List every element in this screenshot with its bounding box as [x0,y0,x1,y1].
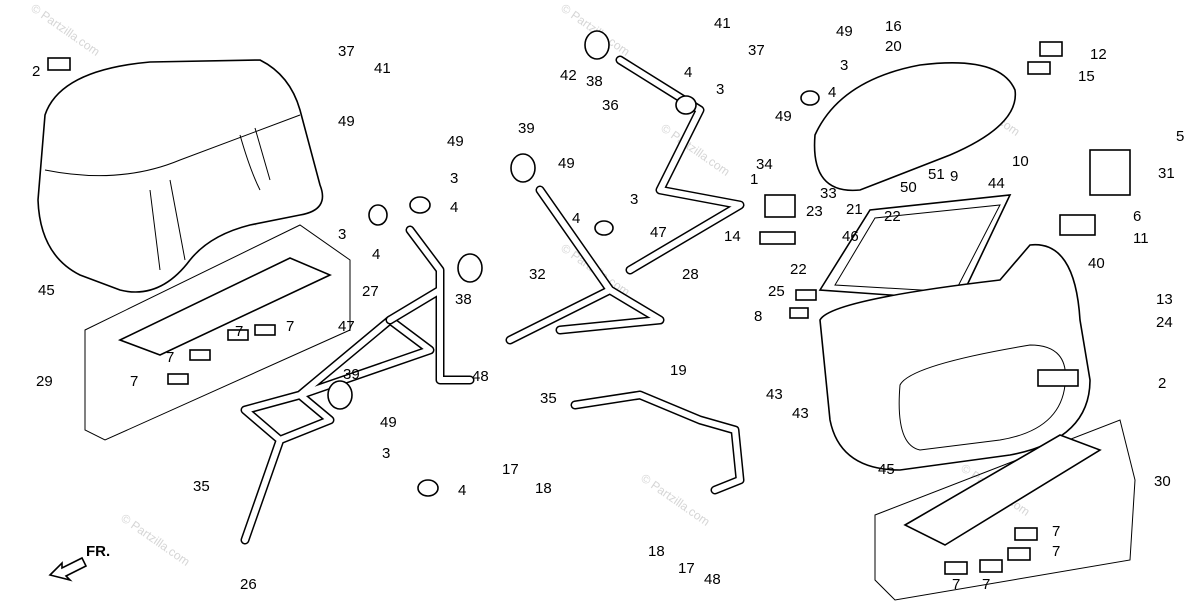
callout-15: 15 [1078,68,1095,85]
callout-10: 10 [1012,153,1029,170]
callout-4: 4 [458,482,466,499]
callout-37: 37 [748,42,765,59]
callout-35: 35 [540,390,557,407]
callout-43: 43 [792,405,809,422]
callout-31: 31 [1158,165,1175,182]
right-inner-panel-30 [874,419,1136,601]
callout-24: 24 [1156,314,1173,331]
callout-17: 17 [678,560,695,577]
callout-7: 7 [952,576,960,593]
callout-7: 7 [130,373,138,390]
callout-21: 21 [846,201,863,218]
callout-35: 35 [193,478,210,495]
callout-48: 48 [704,571,721,588]
callout-7: 7 [982,576,990,593]
watermark: © Partzilla.com [28,1,102,59]
watermark: © Partzilla.com [638,471,712,529]
callout-45: 45 [878,461,895,478]
callout-4: 4 [372,246,380,263]
callout-7: 7 [1052,523,1060,540]
callout-38: 38 [586,73,603,90]
callout-4: 4 [450,199,458,216]
callout-3: 3 [716,81,724,98]
callout-40: 40 [1088,255,1105,272]
callout-8: 8 [754,308,762,325]
callout-16: 16 [885,18,902,35]
callout-23: 23 [806,203,823,220]
callout-33: 33 [820,185,837,202]
left-saddlebag-lid [37,59,324,293]
callout-49: 49 [836,23,853,40]
callout-47: 47 [338,318,355,335]
callout-1: 1 [750,171,758,188]
callout-49: 49 [380,414,397,431]
callout-4: 4 [828,84,836,101]
right-saddlebag-lid [813,62,1017,192]
callout-42: 42 [560,67,577,84]
callout-3: 3 [450,170,458,187]
callout-3: 3 [338,226,346,243]
watermark: © Partzilla.com [118,511,192,569]
callout-7: 7 [286,318,294,335]
callout-26: 26 [240,576,257,593]
callout-36: 36 [602,97,619,114]
callout-39: 39 [343,366,360,383]
callout-20: 20 [885,38,902,55]
callout-43: 43 [766,386,783,403]
callout-22: 22 [790,261,807,278]
callout-34: 34 [756,156,773,173]
callout-18: 18 [648,543,665,560]
callout-48: 48 [472,368,489,385]
callout-49: 49 [558,155,575,172]
callout-30: 30 [1154,473,1171,490]
callout-49: 49 [447,133,464,150]
callout-51: 51 [928,166,945,183]
callout-12: 12 [1090,46,1107,63]
callout-49: 49 [338,113,355,130]
callout-3: 3 [840,57,848,74]
part-shapes [37,30,1136,601]
callout-9: 9 [950,168,958,185]
callout-32: 32 [529,266,546,283]
callout-29: 29 [36,373,53,390]
callout-37: 37 [338,43,355,60]
callout-11: 11 [1133,230,1149,247]
callout-46: 46 [842,228,859,245]
callout-2: 2 [1158,375,1166,392]
callout-49: 49 [775,108,792,125]
callout-25: 25 [768,283,785,300]
callout-18: 18 [535,480,552,497]
callout-7: 7 [1052,543,1060,560]
callout-41: 41 [714,15,731,32]
callout-14: 14 [724,228,741,245]
callout-28: 28 [682,266,699,283]
callout-22: 22 [884,208,901,225]
front-direction-arrow [48,556,88,582]
callout-4: 4 [572,210,580,227]
callout-45: 45 [38,282,55,299]
callout-38: 38 [455,291,472,308]
callout-7: 7 [166,349,174,366]
callout-19: 19 [670,362,687,379]
callout-3: 3 [382,445,390,462]
callout-13: 13 [1156,291,1173,308]
callout-6: 6 [1133,208,1141,225]
left-inner-panel-29 [84,224,351,441]
callout-27: 27 [362,283,379,300]
callout-17: 17 [502,461,519,478]
right-saddlebag-case [819,243,1091,471]
callout-39: 39 [518,120,535,137]
callout-44: 44 [988,175,1005,192]
callout-3: 3 [630,191,638,208]
callout-7: 7 [235,323,243,340]
callout-4: 4 [684,64,692,81]
callout-47: 47 [650,224,667,241]
callout-50: 50 [900,179,917,196]
callout-41: 41 [374,60,391,77]
front-direction-label: FR. [86,543,110,560]
callout-5: 5 [1176,128,1184,145]
callout-2: 2 [32,63,40,80]
